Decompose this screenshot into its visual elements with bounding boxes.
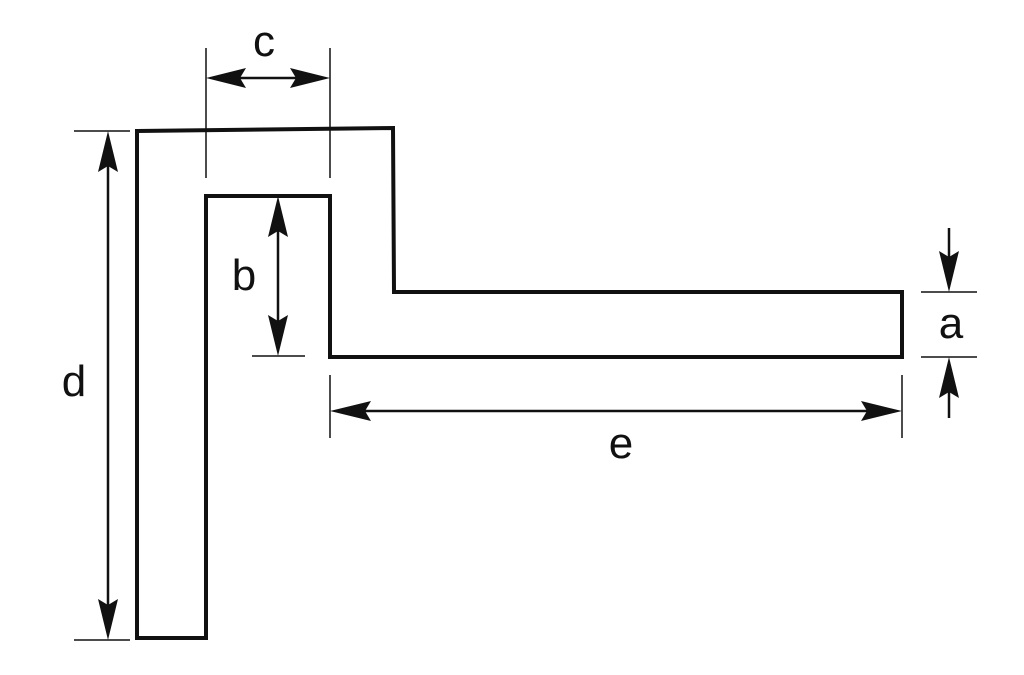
arrowhead-c-right <box>290 68 330 88</box>
dimension-e <box>330 401 902 421</box>
label-d: d <box>62 357 86 406</box>
dimension-b <box>268 196 288 356</box>
label-a: a <box>939 299 964 348</box>
arrowhead-e-right <box>861 401 902 421</box>
arrowhead-b-top <box>268 196 288 237</box>
arrowhead-c-left <box>206 68 246 88</box>
arrowhead-d-top <box>98 131 118 172</box>
arrowhead-a-down <box>939 251 959 292</box>
extension-lines <box>74 48 977 641</box>
dimension-a <box>939 228 959 418</box>
arrowhead-e-left <box>330 401 371 421</box>
label-e: e <box>609 419 633 468</box>
arrowhead-d-bottom <box>98 599 118 640</box>
label-b: b <box>232 251 256 300</box>
arrowhead-a-up <box>939 357 959 398</box>
label-c: c <box>253 17 275 66</box>
dimension-c <box>206 68 330 88</box>
dimension-d <box>98 131 118 640</box>
profile-outline <box>135 125 904 640</box>
arrowhead-b-bottom <box>268 315 288 356</box>
